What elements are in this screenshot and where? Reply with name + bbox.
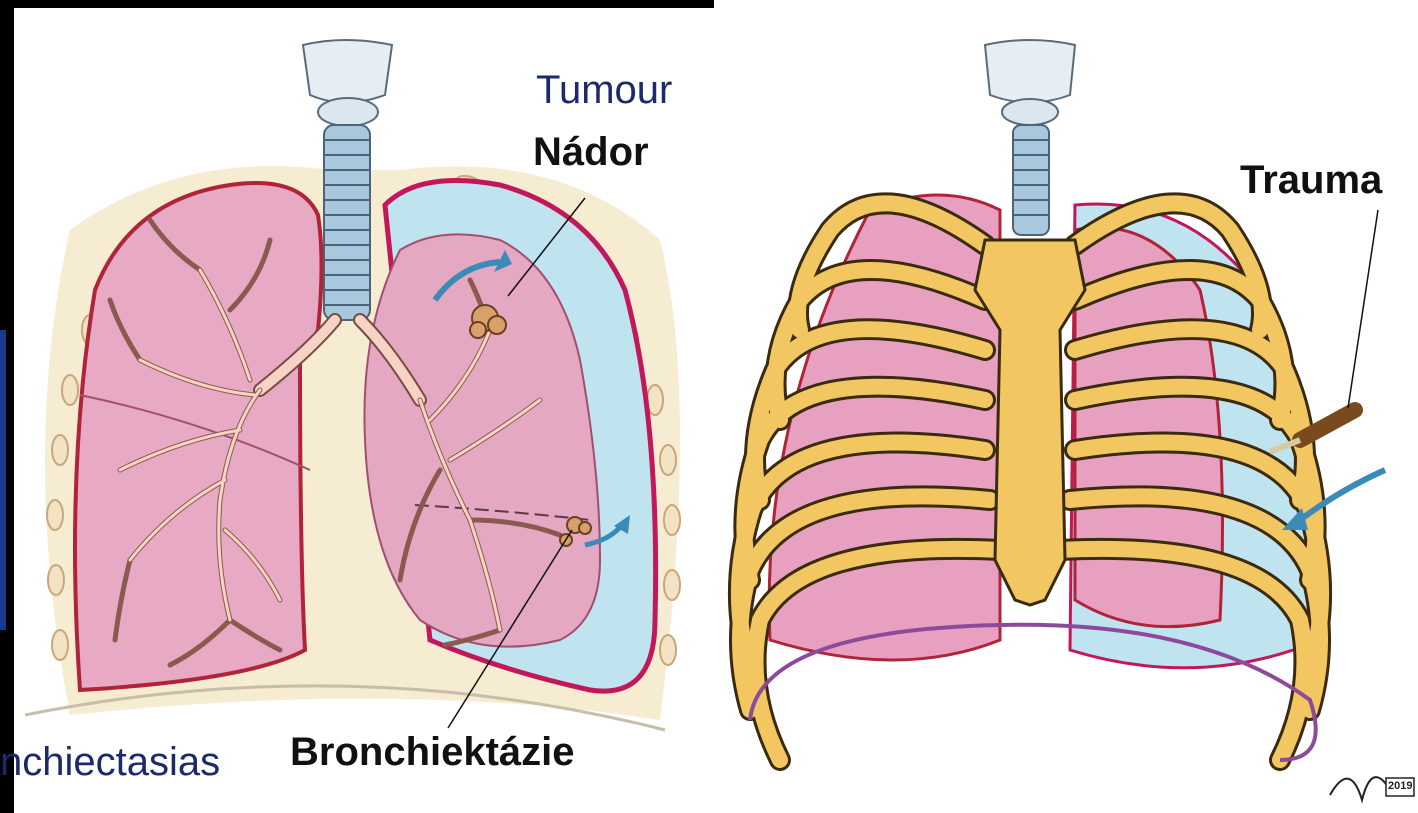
label-tumour-cs: Nádor [533,130,649,175]
ribcage-cricoid [1002,99,1058,125]
ribcage-larynx [985,40,1075,103]
label-bronchiectasis-cs: Bronchiektázie [290,730,575,775]
label-tumour-en: Tumour [536,68,672,113]
left-lung [75,183,322,690]
label-trauma: Trauma [1240,158,1382,203]
ribcage-trachea [1013,125,1049,235]
signature-year: 2019 [1388,780,1412,792]
label-bronchiectasis-es: nchiectasias [0,740,220,785]
left-edge-stripe [0,330,6,630]
cricoid [318,98,378,126]
larynx [303,40,392,103]
